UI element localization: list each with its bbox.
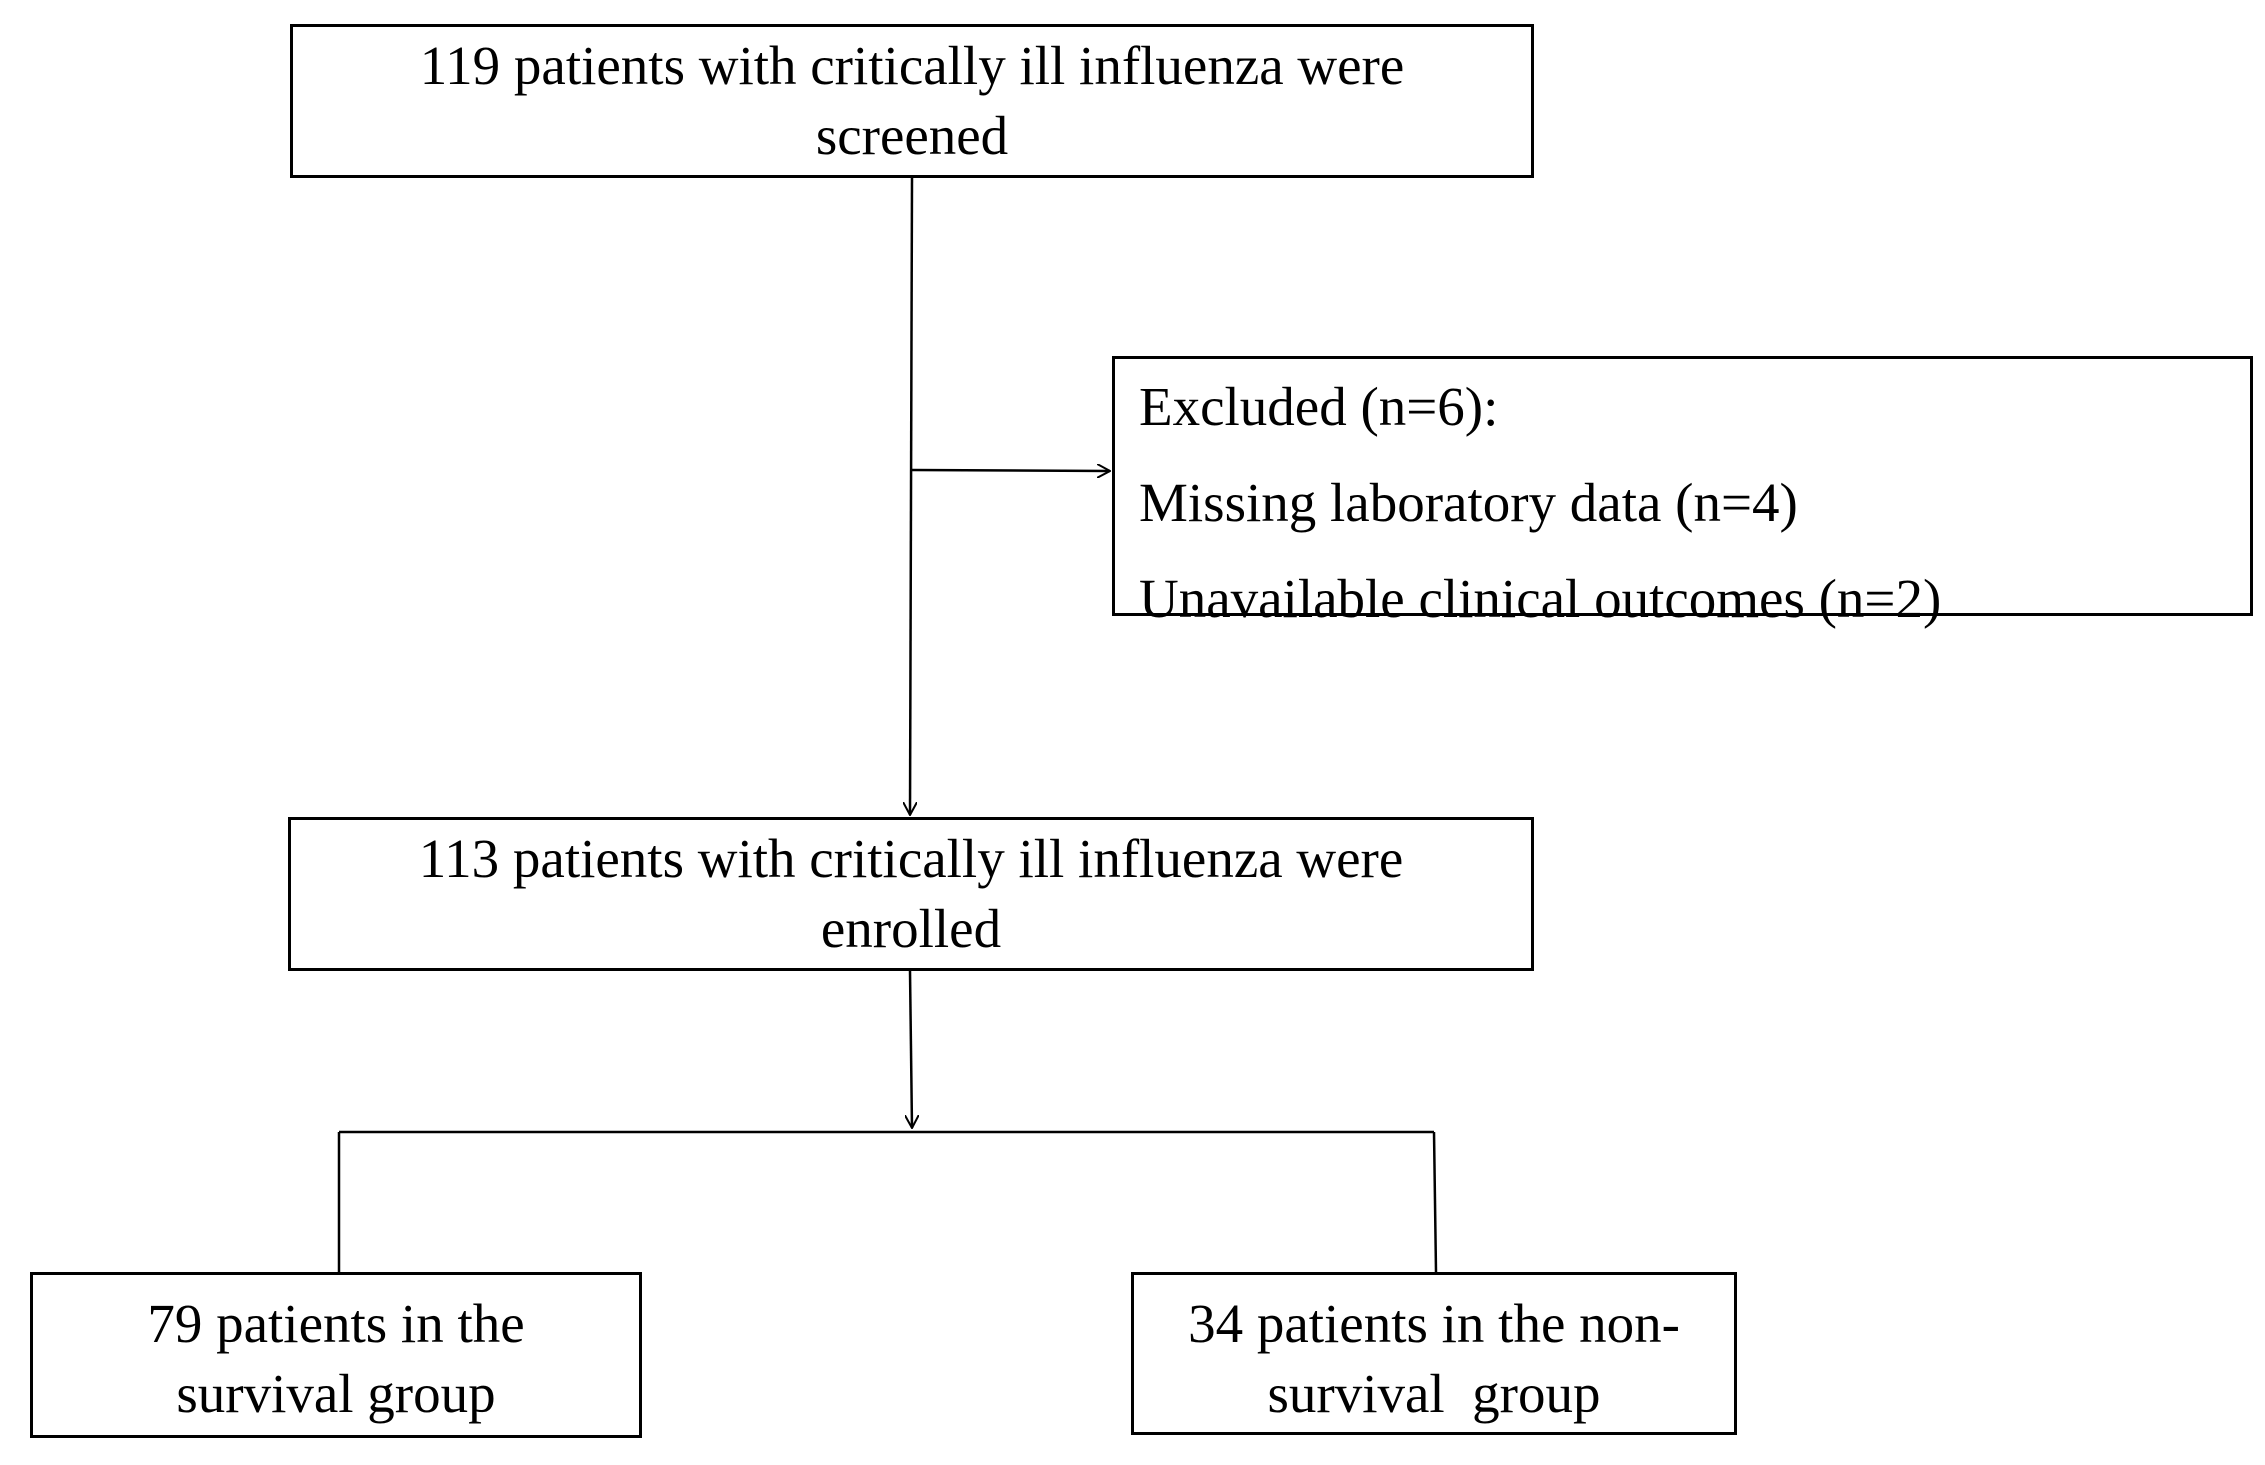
screened-line-2: screened xyxy=(815,105,1009,166)
excluded-reason-unavailable-outcomes: Unavailable clinical outcomes (n=2) xyxy=(1139,568,1942,629)
enrolled-box: 113 patients with critically ill influen… xyxy=(288,817,1534,971)
survival-line-1: 79 patients in the xyxy=(147,1293,525,1354)
nonsurvival-group-box: 34 patients in the non- survival group xyxy=(1131,1272,1737,1435)
arrow-to-excluded xyxy=(911,470,1110,471)
arrow-screened-to-enrolled xyxy=(910,177,912,815)
enrolled-line-1: 113 patients with critically ill influen… xyxy=(418,828,1404,889)
enrolled-line-2: enrolled xyxy=(820,898,1002,959)
arrow-enrolled-down xyxy=(910,970,912,1128)
screened-box: 119 patients with critically ill influen… xyxy=(290,24,1534,178)
survival-group-box: 79 patients in the survival group xyxy=(30,1272,642,1438)
nonsurvival-line-1: 34 patients in the non- xyxy=(1188,1293,1680,1354)
excluded-box: Excluded (n=6): Missing laboratory data … xyxy=(1112,356,2253,629)
split-right-drop xyxy=(1432,1131,1438,1273)
screened-line-1: 119 patients with critically ill influen… xyxy=(419,35,1405,96)
survival-line-2: survival group xyxy=(176,1363,496,1424)
excluded-heading: Excluded (n=6): xyxy=(1139,376,1499,437)
excluded-reason-missing-lab: Missing laboratory data (n=4) xyxy=(1139,472,1798,533)
nonsurvival-line-2: survival group xyxy=(1267,1363,1601,1424)
